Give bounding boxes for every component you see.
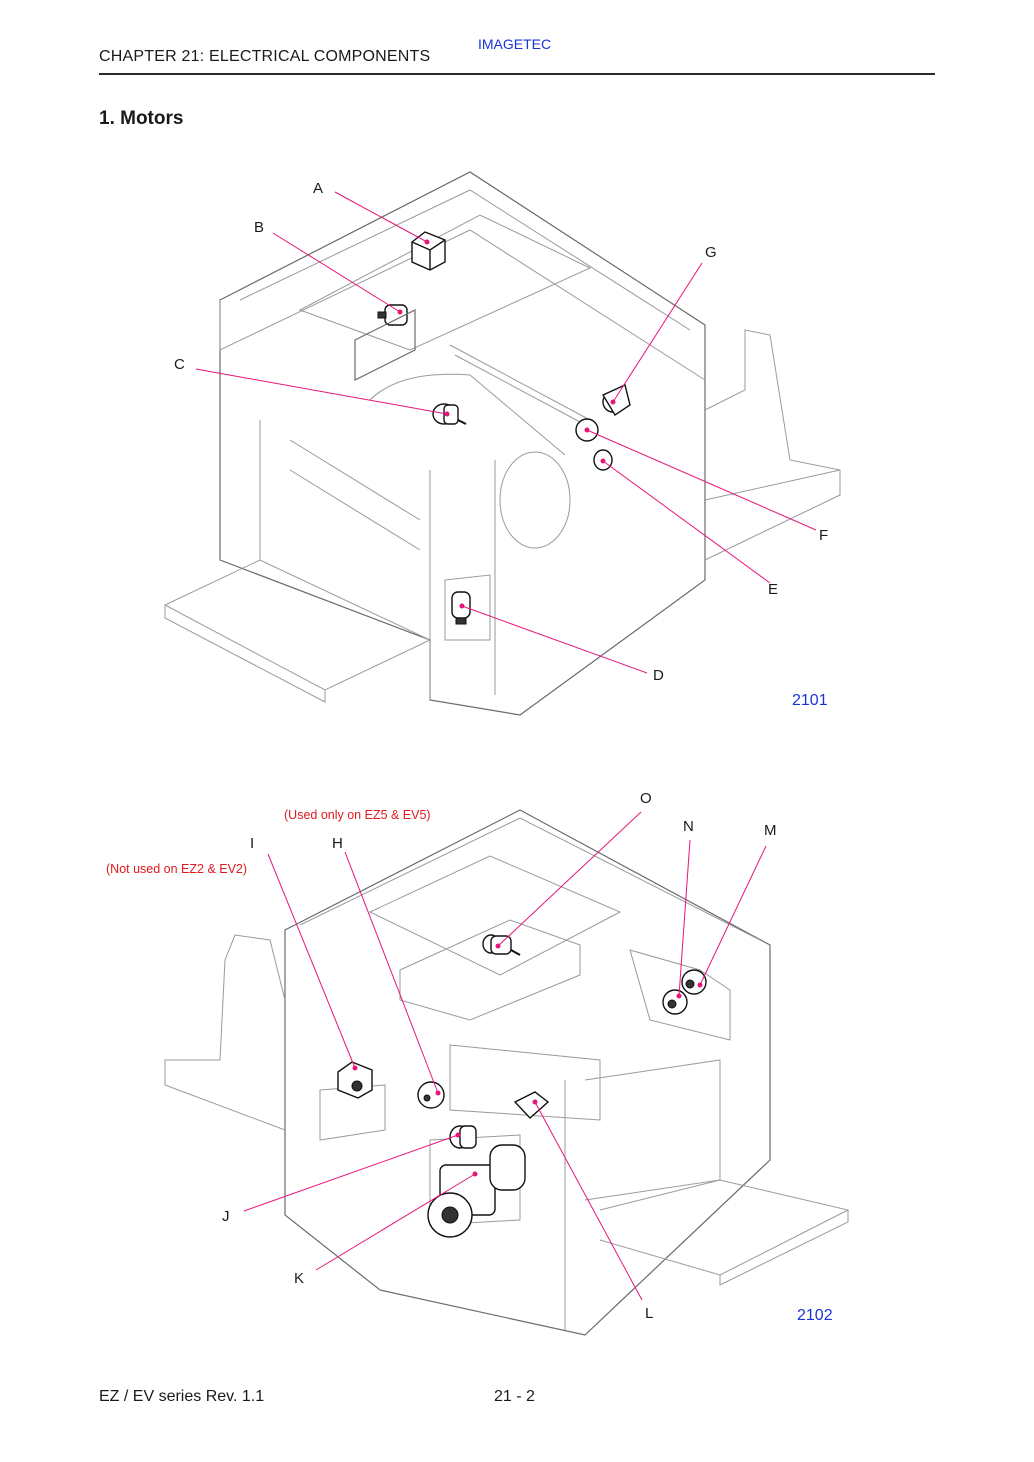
label-c: C xyxy=(174,356,185,373)
label-m: M xyxy=(764,822,777,839)
label-l: L xyxy=(645,1305,653,1322)
motor-n xyxy=(662,989,688,1015)
label-d: D xyxy=(653,667,664,684)
leader-lines-2102 xyxy=(243,811,767,1301)
motor-m xyxy=(681,969,707,995)
chapter-heading: CHAPTER 21: ELECTRICAL COMPONENTS xyxy=(99,48,431,65)
leader-lines-2101 xyxy=(195,191,817,674)
label-n: N xyxy=(683,818,694,835)
header-divider xyxy=(99,73,935,75)
label-f: F xyxy=(819,527,828,544)
label-a: A xyxy=(313,180,323,197)
section-title: 1. Motors xyxy=(99,108,184,129)
label-j: J xyxy=(222,1208,230,1225)
motor-k xyxy=(427,1144,526,1238)
footer-page-number: 21 - 2 xyxy=(494,1388,535,1405)
motor-o xyxy=(482,934,521,956)
motor-i xyxy=(337,1061,373,1099)
label-g: G xyxy=(705,244,717,261)
motor-a xyxy=(411,231,446,271)
note-h-availability: (Used only on EZ5 & EV5) xyxy=(284,808,431,822)
label-k: K xyxy=(294,1270,304,1287)
figure-number-2101: 2101 xyxy=(792,692,828,709)
copier-outline-front xyxy=(163,171,841,716)
label-b: B xyxy=(254,219,264,236)
motor-j xyxy=(449,1125,477,1149)
label-o: O xyxy=(640,790,652,807)
copier-outline-rear xyxy=(164,809,850,1336)
label-e: E xyxy=(768,581,778,598)
label-h: H xyxy=(332,835,343,852)
motor-l xyxy=(513,1091,550,1119)
motor-h xyxy=(417,1081,445,1109)
figure-2102: (Used only on EZ5 & EV5) (Not used on EZ… xyxy=(106,790,850,1336)
motor-g xyxy=(601,384,631,416)
note-i-availability: (Not used on EZ2 & EV2) xyxy=(106,862,247,876)
figure-2101: A B C D E F G 2101 xyxy=(163,171,841,716)
footer-series: EZ / EV series Rev. 1.1 xyxy=(99,1388,265,1405)
motor-b xyxy=(354,304,416,381)
brand-label: IMAGETEC xyxy=(478,36,552,52)
motor-c xyxy=(432,403,467,425)
label-i: I xyxy=(250,835,254,852)
figure-number-2102: 2102 xyxy=(797,1307,833,1324)
